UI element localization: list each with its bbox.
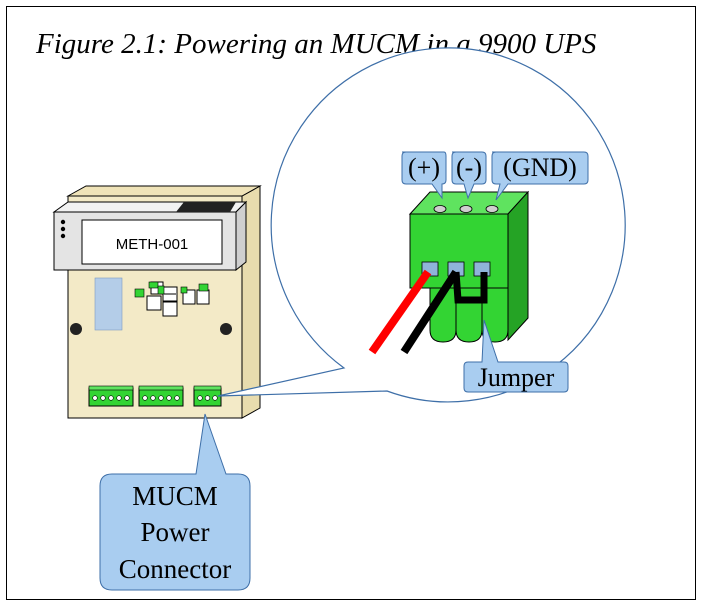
mucm-power-connector — [193, 385, 222, 407]
indicator-dot — [60, 233, 66, 239]
jumper-wire — [452, 271, 488, 304]
jumper-label: Jumper — [478, 363, 555, 392]
black-wire — [400, 269, 460, 355]
label-positive: (+) — [401, 151, 447, 200]
indicator-dot — [60, 226, 66, 232]
label-negative-text: (-) — [456, 153, 482, 182]
mucm-device: METH-001 — [52, 185, 262, 419]
label-positive-text: (+) — [408, 153, 440, 182]
top-slot — [176, 202, 236, 212]
label-ground-text: (GND) — [503, 153, 577, 182]
mounting-hole-left — [70, 323, 82, 335]
jumper-callout: Jumper — [463, 319, 569, 393]
display-bezel-side — [235, 200, 247, 272]
connector-fingers — [429, 287, 509, 343]
label-ground: (GND) — [491, 151, 589, 201]
red-wire — [368, 269, 432, 355]
terminal-block-2 — [138, 385, 184, 407]
callout-line-2: Power — [141, 517, 210, 547]
enlarged-connector — [368, 190, 530, 355]
device-top-face — [66, 185, 262, 197]
callout-line-1: MUCM — [132, 481, 218, 511]
chip-cluster — [134, 281, 210, 317]
connector-side — [507, 190, 529, 342]
mounting-hole-right — [220, 323, 232, 335]
power-connector-callout: MUCM Power Connector — [99, 413, 251, 591]
indicator-dot — [60, 219, 66, 225]
blue-card — [94, 277, 123, 331]
figure-title: Figure 2.1: Powering an MUCM in a 9900 U… — [36, 28, 597, 60]
terminal-block-1 — [88, 385, 134, 407]
callout-line-3: Connector — [119, 554, 231, 584]
device-label-panel — [81, 219, 223, 265]
label-negative: (-) — [451, 151, 487, 200]
terminal-labels: (+) (-) (GND) — [401, 151, 589, 201]
connector-screws — [433, 205, 499, 213]
device-label: METH-001 — [116, 236, 189, 253]
